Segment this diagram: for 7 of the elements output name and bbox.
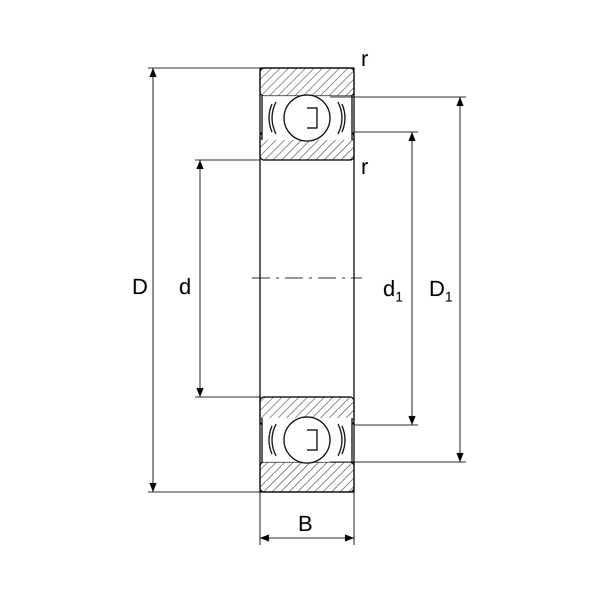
dimension-label: d: [179, 276, 192, 298]
dimension-label: B: [298, 513, 313, 535]
dimension-label: D: [132, 276, 148, 298]
radius-label: r: [361, 156, 368, 178]
dimension-label: D$_{1}$: [429, 278, 453, 304]
dimension-label: d$_{1}$: [383, 278, 404, 304]
radius-label: r: [361, 48, 368, 70]
